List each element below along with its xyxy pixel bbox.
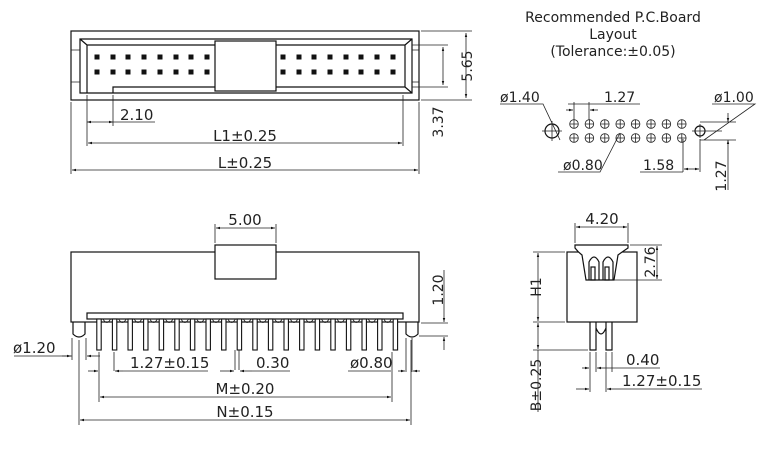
contact-pin (141, 69, 147, 75)
solder-pin (127, 318, 133, 351)
solder-pin (299, 318, 305, 351)
dim-hole-0-80: ø0.80 (563, 158, 603, 174)
contact-pin (110, 54, 116, 60)
contact-pin (188, 54, 194, 60)
contact-pin (125, 69, 131, 75)
contact-pin (157, 54, 163, 60)
contact-pin (94, 69, 100, 75)
dim-depth-2-76: 2.76 (643, 246, 659, 277)
dim-pin-0-40: 0.40 (626, 351, 659, 369)
front-view: 5.00 1.20 ø1.20 1.27±0.15 0.30 ø0.80 M±0… (13, 211, 448, 425)
solder-pin (314, 318, 321, 351)
side-cavity (574, 244, 629, 281)
contact-pin (110, 69, 116, 75)
top-pin-grid (94, 54, 396, 75)
solder-pin (174, 318, 180, 351)
top-outer-body (70, 30, 420, 101)
contact-pin (157, 69, 163, 75)
contact-pin (390, 69, 396, 75)
solder-pin (96, 318, 102, 351)
post-left (72, 322, 86, 338)
post-right (405, 322, 419, 338)
solder-pin (377, 318, 383, 351)
dim-2-10: 2.10 (120, 106, 153, 124)
contact-pin (94, 54, 100, 60)
contact-pin (374, 54, 380, 60)
solder-pin (189, 318, 196, 351)
solder-pin (267, 318, 274, 351)
pcb-title-line3: (Tolerance:±0.05) (550, 44, 675, 60)
side-pins (589, 322, 613, 351)
dim-h1: H1 (529, 277, 545, 296)
solder-pin (330, 318, 336, 351)
solder-pin (143, 318, 149, 351)
contact-pin (125, 54, 131, 60)
pcb-layout: Recommended P.C.Board Layout (Tolerance:… (500, 10, 757, 192)
contact-pin (296, 54, 302, 60)
dim-5-65: 5.65 (460, 50, 476, 81)
solder-pin (345, 318, 352, 351)
contact-pin (280, 54, 286, 60)
dim-hole-1-40: ø1.40 (500, 90, 540, 106)
contact-pin (296, 69, 302, 75)
contact-pin (204, 69, 210, 75)
dim-hole-1-00: ø1.00 (714, 90, 754, 106)
solder-pin (205, 318, 211, 351)
dim-offset-1-58: 1.58 (643, 158, 674, 174)
solder-pin (361, 318, 367, 351)
contact-pin (173, 54, 179, 60)
pcb-hole-grid (569, 119, 687, 143)
dim-row-pitch: 1.27 (714, 160, 730, 191)
dim-l: L±0.25 (218, 154, 272, 172)
top-inner-shroud (79, 38, 413, 94)
pin-strip (86, 312, 404, 320)
side-view: 4.20 2.76 H1 B±0.25 0.40 1.27±0.15 (529, 210, 702, 412)
dim-side-pitch: 1.27±0.15 (622, 372, 701, 390)
contact-pin (188, 69, 194, 75)
contact-pin (343, 69, 349, 75)
dim-pin-dia: ø0.80 (350, 354, 393, 372)
contact-pin (280, 69, 286, 75)
dim-post-1-20: 1.20 (431, 274, 447, 305)
contact-pin (311, 54, 317, 60)
front-tab (214, 244, 277, 280)
dim-front-pitch: 1.27±0.15 (130, 354, 209, 372)
solder-pin (221, 318, 227, 351)
contact-pin (374, 69, 380, 75)
contact-pin (327, 69, 333, 75)
contact-pin (327, 54, 333, 60)
solder-pin (236, 318, 243, 351)
contact-pin (204, 54, 210, 60)
dim-pin-0-30: 0.30 (256, 354, 289, 372)
dim-post-dia: ø1.20 (13, 339, 56, 357)
dim-3-37: 3.37 (431, 106, 447, 137)
solder-pin (252, 318, 258, 351)
solder-pin (392, 318, 399, 351)
dim-pitch-1-27: 1.27 (604, 90, 635, 106)
pcb-title-line2: Layout (589, 27, 637, 43)
contact-pin (358, 69, 364, 75)
dim-tab-5-00: 5.00 (228, 211, 261, 229)
pcb-title-line1: Recommended P.C.Board (525, 10, 701, 26)
solder-pin (283, 318, 289, 351)
dim-m: M±0.20 (216, 380, 275, 398)
contact-pin (343, 54, 349, 60)
dim-l1: L1±0.25 (213, 127, 277, 145)
contact-pin (390, 54, 396, 60)
top-view: 5.65 3.37 2.10 L1±0.25 L±0.25 (70, 30, 476, 174)
solder-pin (111, 318, 118, 351)
contact-pin (358, 54, 364, 60)
contact-pin (141, 54, 147, 60)
dim-n: N±0.15 (216, 403, 273, 421)
dim-width-4-20: 4.20 (585, 210, 618, 228)
polarization-key (214, 40, 277, 92)
dim-b: B±0.25 (529, 359, 545, 412)
front-pins (96, 318, 399, 351)
contact-pin (311, 69, 317, 75)
contact-pin (173, 69, 179, 75)
solder-pin (158, 318, 165, 351)
